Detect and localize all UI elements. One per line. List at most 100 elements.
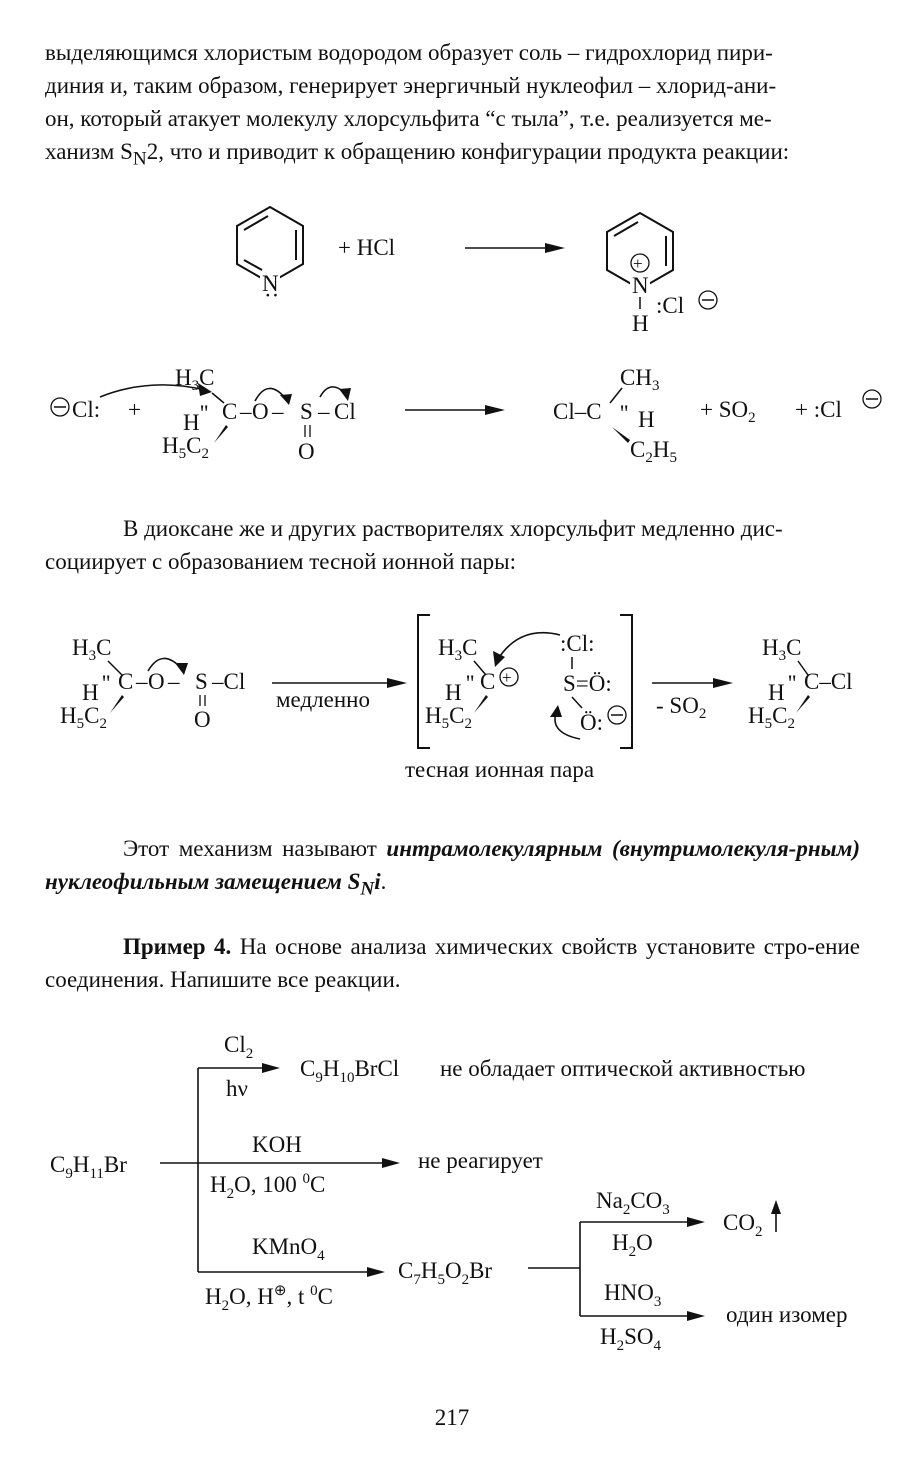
sulfur-oxygen-part: S=Ö: <box>563 671 612 696</box>
svg-text:S: S <box>195 669 208 694</box>
svg-text:H5C2: H5C2 <box>60 703 107 732</box>
chloride-ion: + :Cl <box>795 397 842 422</box>
svg-text:H2SO4: H2SO4 <box>600 1324 662 1354</box>
starting-compound: C9H11Br <box>50 1152 127 1182</box>
minus-charge-icon <box>50 397 70 417</box>
svg-text:H2O: H2O <box>612 1230 653 1260</box>
chloride-part: :Cl: <box>560 631 595 656</box>
chloroalkane-product: Cl–C <box>553 399 602 424</box>
product-1: C9H10BrCl <box>300 1056 399 1086</box>
text-fragment: ханизм S <box>45 139 133 164</box>
note-optical: не обладает оптической активностью <box>440 1056 805 1081</box>
text-line: выделяющимся хлористым водородом образуе… <box>45 40 773 65</box>
svg-text:'': '' <box>200 401 208 426</box>
paragraph-example: Пример 4. На основе анализа химических с… <box>45 930 860 996</box>
equation-sn2: Cl: + H3C H '' C – O – S – Cl O H5C2 CH3… <box>50 365 882 466</box>
svg-text:CO2: CO2 <box>723 1210 762 1240</box>
svg-text:–: – <box>167 669 180 694</box>
chloride-ion: :Cl <box>656 293 684 318</box>
sulfur-atom: S <box>300 399 313 424</box>
svg-text:CH3: CH3 <box>620 365 659 394</box>
plus-hcl: + HCl <box>338 235 395 260</box>
svg-text:Na2CO3: Na2CO3 <box>596 1188 670 1218</box>
equation-pyridine-hcl: N ·· + HCl + N H :Cl <box>236 205 718 336</box>
minus-charge-icon <box>862 389 882 409</box>
svg-text:–: – <box>239 399 252 424</box>
paragraph-dioxane: В диоксане же и других растворителях хло… <box>45 512 860 578</box>
minus-charge-icon <box>698 290 718 310</box>
product-3: C7H5O2Br <box>398 1258 492 1288</box>
svg-text:–: – <box>271 399 284 424</box>
svg-text:- SO2: - SO2 <box>656 693 706 722</box>
svg-text:H3C: H3C <box>438 635 477 664</box>
text-fragment: Этот механизм называют <box>123 836 387 861</box>
svg-text:H5C2: H5C2 <box>162 433 209 462</box>
reagent-koh: KOH <box>252 1132 302 1157</box>
nitrogen-atom: N <box>262 271 279 296</box>
svg-text:O: O <box>148 669 165 694</box>
subscript: N <box>132 148 147 170</box>
svg-text:H2O, H⊕, t 0C: H2O, H⊕, t 0C <box>205 1283 333 1314</box>
oxide-part: Ö: <box>580 710 603 735</box>
nitrogen-atom: N <box>632 273 649 298</box>
text-line: В диоксане же и других растворителях хло… <box>123 516 783 541</box>
equation-ion-pair: H3C H '' C – O – S –Cl O H5C2 медленно H… <box>60 614 853 782</box>
svg-text:HNO3: HNO3 <box>604 1280 661 1310</box>
example-label: Пример 4. <box>123 934 232 959</box>
chloride-ion: Cl: <box>72 397 100 422</box>
text-line: социирует с образованием тесной ионной п… <box>45 549 517 574</box>
svg-text:H: H <box>768 680 785 705</box>
plus-charge-icon <box>630 253 650 273</box>
hydrogen-atom: H <box>632 311 649 336</box>
svg-text:H3C: H3C <box>72 635 111 664</box>
svg-text:KMnO4: KMnO4 <box>252 1234 325 1264</box>
term-emphasis: i <box>374 869 381 894</box>
reaction-scheme: C9H11Br Cl2 hν C9H10BrCl не обладает опт… <box>50 1032 848 1354</box>
bracket <box>417 614 633 749</box>
reaction-arrow-slow <box>272 678 407 688</box>
text-line: он, который атакует молекулу хлорсульфит… <box>45 106 772 131</box>
curved-arrow-icon <box>497 631 561 660</box>
reaction-arrow <box>465 243 565 253</box>
svg-text:H3C: H3C <box>175 365 214 394</box>
oxygen-atom: O <box>298 439 315 464</box>
paragraph-intro: выделяющимся хлористым водородом образуе… <box>45 36 860 176</box>
plus-sign: + <box>633 254 643 273</box>
svg-text:H5C2: H5C2 <box>748 703 795 732</box>
curved-arrow-icon <box>99 384 206 398</box>
note-no-reaction: не реагирует <box>418 1148 543 1173</box>
svg-text:C: C <box>480 669 495 694</box>
svg-text:H: H <box>445 680 462 705</box>
reaction-arrow <box>652 678 733 688</box>
condition-label: медленно <box>276 687 370 712</box>
svg-text:–: – <box>317 399 330 424</box>
svg-text:–: – <box>135 669 148 694</box>
term-emphasis: интрамолекулярным (внутримолекуля-рным) … <box>45 836 860 894</box>
svg-text:O: O <box>194 707 211 732</box>
svg-text:'': '' <box>788 671 796 696</box>
svg-text:'': '' <box>102 671 110 696</box>
svg-text:H5C2: H5C2 <box>425 703 472 732</box>
text-line: диния и, таким образом, генерирует энерг… <box>45 73 777 98</box>
oxygen-atom: O <box>252 399 269 424</box>
svg-text:H2O, 100 0C: H2O, 100 0C <box>210 1171 325 1202</box>
text-fragment: 2, что и приводит к обращению конфигурац… <box>146 139 790 164</box>
svg-text:+: + <box>502 668 512 687</box>
carbon-atom: C <box>222 399 237 424</box>
svg-text:C2H5: C2H5 <box>630 437 677 466</box>
text-line: ханизм SN2, что и приводит к обращению к… <box>45 135 860 176</box>
minus-charge-icon <box>607 705 627 725</box>
product-c-cl: C–Cl <box>804 669 853 694</box>
svg-text:'': '' <box>620 401 628 426</box>
lone-pair: ·· <box>264 283 279 308</box>
note-one-isomer: один изомер <box>726 1302 848 1327</box>
svg-text:H3C: H3C <box>762 635 801 664</box>
page-number: 217 <box>434 1405 470 1430</box>
hydrogen-atom: H <box>183 410 200 435</box>
text-fragment: . <box>380 869 387 894</box>
svg-text:Cl2: Cl2 <box>224 1032 253 1062</box>
condition-hv: hν <box>226 1076 248 1101</box>
svg-text:–Cl: –Cl <box>211 669 245 694</box>
chlorine-atom: Cl <box>334 399 356 424</box>
